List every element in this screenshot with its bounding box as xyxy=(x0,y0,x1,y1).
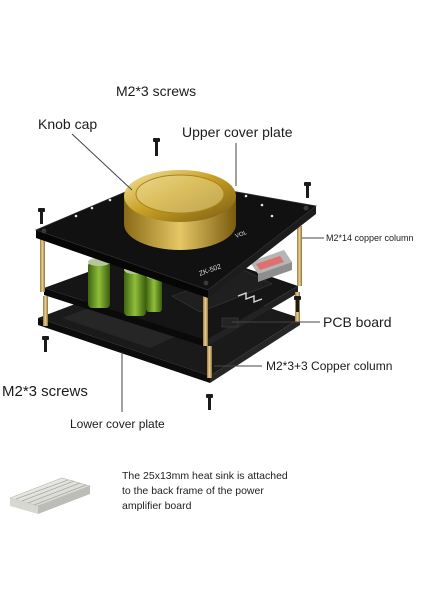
usb-port xyxy=(250,250,292,282)
leader-lines xyxy=(71,133,324,412)
heatsink-note-line: amplifier board xyxy=(122,500,192,512)
heatsink-note-line: The 25x13mm heat sink is attached xyxy=(122,470,288,482)
label-bottom-screws: M2*3 screws xyxy=(2,383,88,400)
label-pcb-board: PCB board xyxy=(323,314,392,330)
screw xyxy=(206,394,213,410)
knob-cap xyxy=(124,170,236,250)
screw xyxy=(294,296,301,312)
label-copper-column-14: M2*14 copper column xyxy=(326,233,414,243)
heatsink-note: The 25x13mm heat sink is attached to the… xyxy=(122,469,322,514)
label-knob-cap: Knob cap xyxy=(38,116,98,132)
screw xyxy=(153,138,160,156)
label-copper-column-33: M2*3+3 Copper column xyxy=(266,359,393,373)
label-lower-cover-plate: Lower cover plate xyxy=(70,417,165,431)
heatsink-note-line: to the back frame of the power xyxy=(122,485,264,497)
antenna-trace xyxy=(237,291,263,304)
copper-columns-upper xyxy=(40,226,302,346)
label-top-screws: M2*3 screws xyxy=(116,83,197,99)
screw xyxy=(42,336,49,352)
screw xyxy=(304,182,311,198)
heat-sink xyxy=(9,477,91,514)
board-vol-text: VOL xyxy=(235,230,249,240)
screws xyxy=(38,138,311,410)
label-upper-cover-plate: Upper cover plate xyxy=(182,124,293,140)
screw xyxy=(38,208,45,224)
